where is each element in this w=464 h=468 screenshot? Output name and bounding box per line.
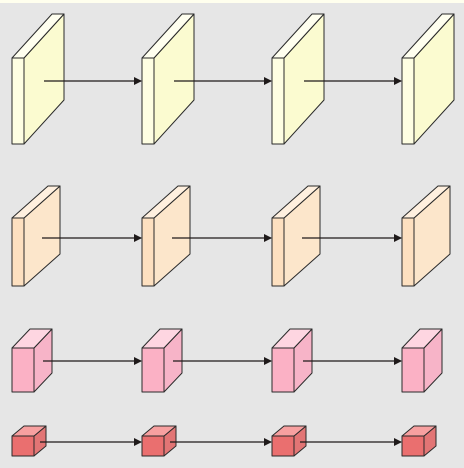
block-3-3 <box>271 328 313 393</box>
block-front-face <box>141 217 155 287</box>
block-front-face <box>271 57 285 145</box>
block-front-face <box>271 217 285 287</box>
block-3-4 <box>401 328 443 393</box>
block-front-face <box>11 217 25 287</box>
block-2-3 <box>271 185 321 287</box>
block-front-face <box>11 435 35 457</box>
block-front-face <box>141 57 155 145</box>
block-1-4 <box>401 13 455 145</box>
block-3-2 <box>141 328 183 393</box>
block-1-3 <box>271 13 325 145</box>
block-4-1 <box>11 425 47 457</box>
block-4-3 <box>271 425 307 457</box>
block-front-face <box>271 435 295 457</box>
block-front-face <box>141 435 165 457</box>
block-front-face <box>271 347 295 393</box>
block-2-2 <box>141 185 191 287</box>
block-front-face <box>401 435 425 457</box>
block-1-2 <box>141 13 195 145</box>
block-4-4 <box>401 425 437 457</box>
block-front-face <box>401 217 415 287</box>
block-2-1 <box>11 185 61 287</box>
block-front-face <box>11 57 25 145</box>
block-2-4 <box>401 185 451 287</box>
row-2 <box>11 185 451 287</box>
block-4-2 <box>141 425 177 457</box>
row-4 <box>11 425 437 457</box>
top-strip <box>0 0 464 3</box>
block-front-face <box>11 347 35 393</box>
block-front-face <box>141 347 165 393</box>
block-1-1 <box>11 13 65 145</box>
block-front-face <box>401 57 415 145</box>
row-3 <box>11 328 443 393</box>
block-front-face <box>401 347 425 393</box>
row-1 <box>11 13 455 145</box>
